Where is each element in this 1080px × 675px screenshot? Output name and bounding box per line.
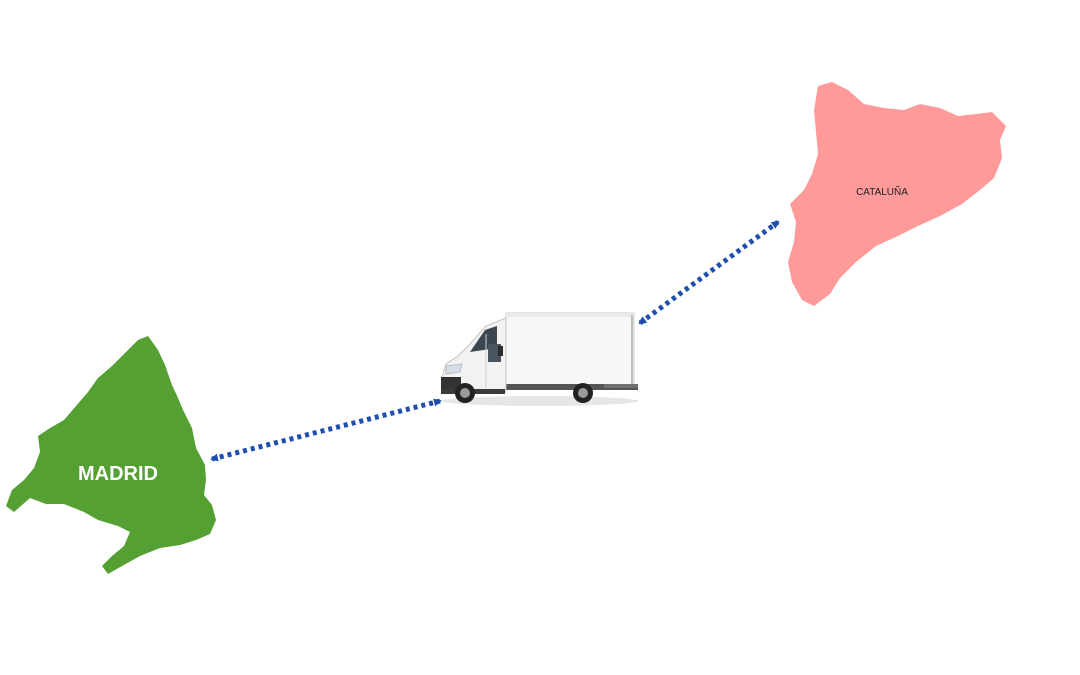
box-truck-icon xyxy=(441,312,638,406)
madrid-region xyxy=(6,336,216,574)
truck-cataluna-connector xyxy=(638,219,780,326)
cataluna-label: CATALUÑA xyxy=(856,185,908,198)
madrid-truck-connector xyxy=(210,398,442,462)
madrid-label: MADRID xyxy=(78,463,158,485)
cataluna-region xyxy=(788,82,1006,306)
